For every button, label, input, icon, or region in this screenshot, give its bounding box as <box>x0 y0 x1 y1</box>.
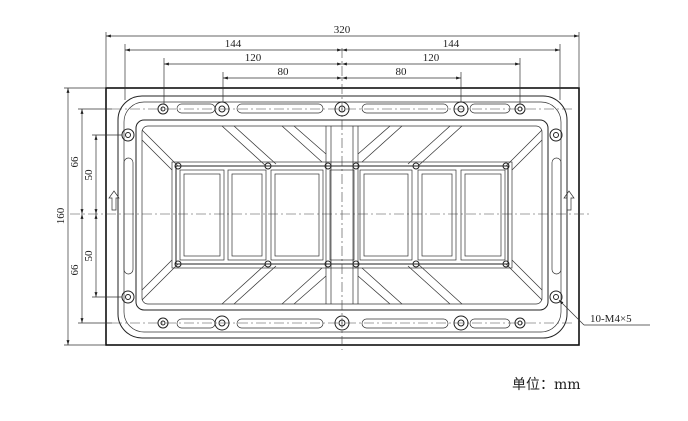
edge-slots <box>123 103 562 329</box>
dim-upper-inner: 50 <box>83 169 95 181</box>
dimension-line-mid-widths: 120 120 <box>164 52 520 66</box>
arrow-up-icon <box>563 190 575 211</box>
dimension-line-inner-widths: 80 80 <box>223 66 461 80</box>
flange-outline <box>117 95 568 339</box>
dim-lower-outer: 66 <box>69 264 81 276</box>
window-frame <box>175 165 509 265</box>
dim-overall-width: 320 <box>334 24 351 36</box>
inner-frame-outer <box>135 119 549 311</box>
flange-inner-outline <box>123 101 562 333</box>
mounting-holes <box>121 101 563 331</box>
window-cells <box>179 169 506 261</box>
dimension-line-outer-heights: 66 66 <box>69 109 84 323</box>
rib-nodes <box>174 162 510 268</box>
dim-left-mid: 120 <box>245 52 262 64</box>
diagonal-ribs <box>141 125 543 305</box>
dimension-line-half-widths: 144 144 <box>125 38 560 52</box>
hole-callout: 10-M4×5 <box>558 299 650 326</box>
dim-left-inner: 80 <box>278 66 290 78</box>
dimension-line-overall-height: 160 <box>55 88 70 345</box>
plate-outline <box>105 87 580 346</box>
dimension-line-inner-heights: 50 50 <box>83 135 98 297</box>
inner-frame-inner <box>141 125 543 305</box>
unit-label: 单位：mm <box>512 377 581 393</box>
dim-lower-inner: 50 <box>83 250 95 262</box>
dim-upper-outer: 66 <box>69 156 81 168</box>
dimension-line-overall-width: 320 <box>106 24 579 38</box>
dim-right-half: 144 <box>443 38 460 50</box>
dim-right-inner: 80 <box>396 66 408 78</box>
center-ribs <box>325 126 359 304</box>
dim-right-mid: 120 <box>423 52 440 64</box>
window-frame-inner <box>171 161 513 269</box>
extension-lines <box>64 32 580 346</box>
arrow-up-icon <box>108 190 120 211</box>
hole-callout-text: 10-M4×5 <box>590 313 632 325</box>
dim-overall-height: 160 <box>55 207 67 224</box>
dim-left-half: 144 <box>225 38 242 50</box>
